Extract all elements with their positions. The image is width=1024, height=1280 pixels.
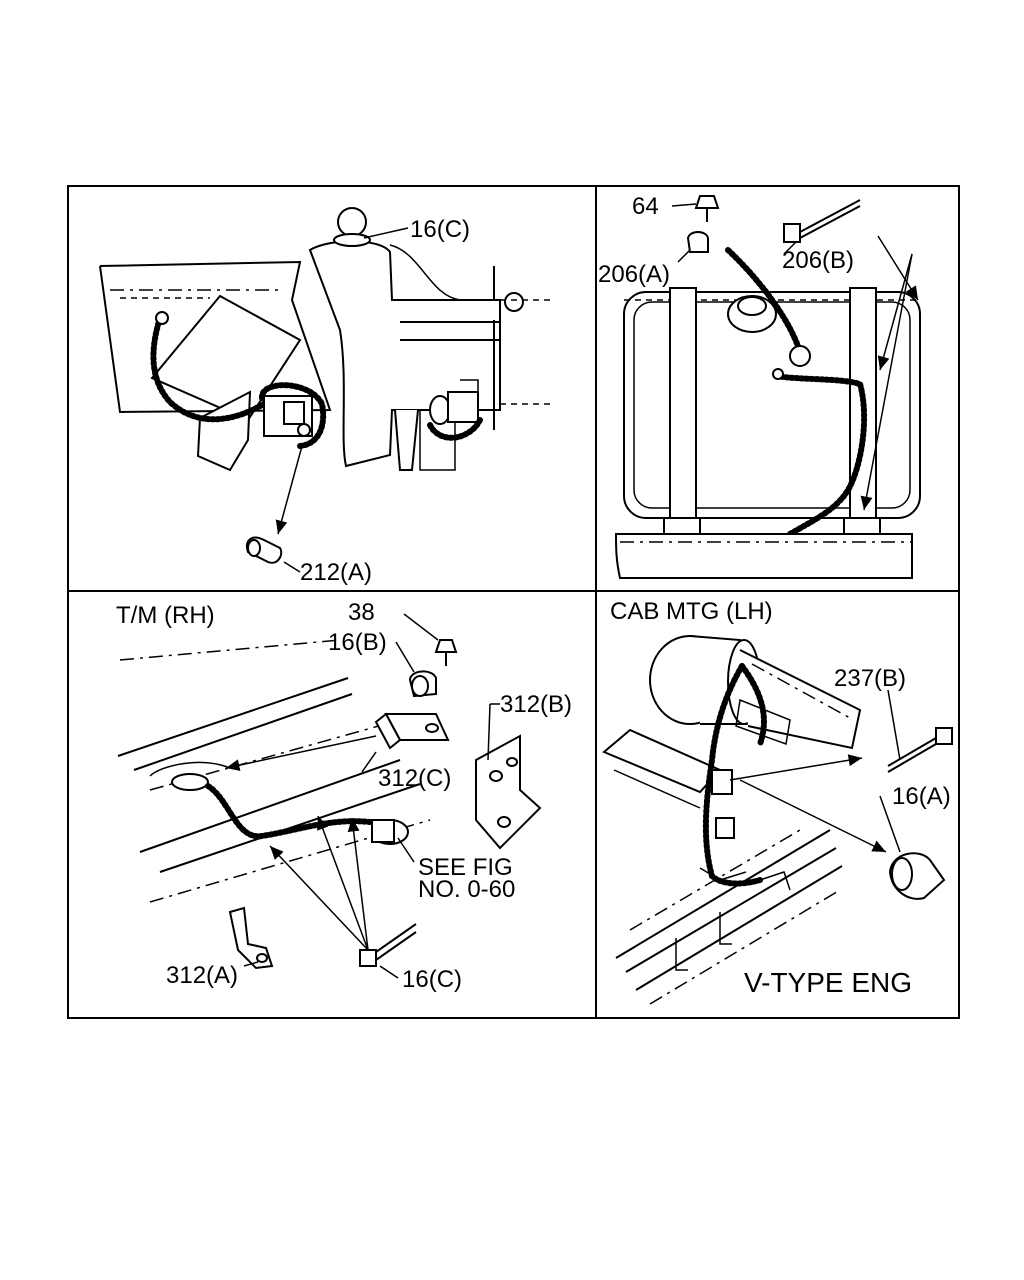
clip-212a-part xyxy=(246,445,303,564)
panel-bottom-right: CAB MTG (LH) xyxy=(602,598,953,1005)
bracket-312c-part xyxy=(225,712,450,773)
callout-see-fig-line1: SEE FIG xyxy=(418,854,513,881)
filler-neck-drawing xyxy=(727,295,777,333)
panel-grid xyxy=(67,185,960,1019)
clamp-16b-part xyxy=(395,641,437,698)
cab-mount-drawing xyxy=(649,635,862,750)
panel-top-left: 16(C) 212(A) xyxy=(99,207,552,586)
bolt-64-part xyxy=(671,195,720,222)
crossmember-drawing xyxy=(614,533,913,579)
callout-16c-top: 16(C) xyxy=(410,216,470,243)
speed-sensor-harness-drawing xyxy=(149,761,409,845)
callout-16b: 16(B) xyxy=(328,629,387,656)
callout-see-fig-line2: NO. 0-60 xyxy=(418,876,515,903)
clamp-16a-part xyxy=(739,779,946,900)
bolt-38-part xyxy=(403,613,458,666)
callout-206b: 206(B) xyxy=(782,247,854,274)
tank-straps-drawing xyxy=(663,287,881,535)
callout-312c: 312(C) xyxy=(378,765,451,792)
callout-16c-bottom: 16(C) xyxy=(402,966,462,993)
transmission-rail-drawing xyxy=(117,639,431,903)
frame-rail-drawing xyxy=(99,260,332,414)
callout-38: 38 xyxy=(348,599,375,626)
panel-title-tm-rh: T/M (RH) xyxy=(116,602,215,629)
tie-206b-part xyxy=(783,199,861,255)
callout-312a: 312(A) xyxy=(166,962,238,989)
bracket-312b-part xyxy=(475,703,542,850)
callout-212a: 212(A) xyxy=(300,559,372,586)
panel-title-cab-mtg-lh: CAB MTG (LH) xyxy=(610,598,773,625)
sender-harness-drawing xyxy=(725,247,868,537)
callout-206a: 206(A) xyxy=(598,261,670,288)
callout-16a: 16(A) xyxy=(892,783,951,810)
tie-16c-part xyxy=(269,815,417,979)
tie-237b-part xyxy=(729,689,953,781)
frame-rail-drawing-right xyxy=(602,728,843,1005)
bracket-312a-part xyxy=(228,906,274,970)
panel-bottom-left: T/M (RH) xyxy=(116,599,572,993)
panel-top-right: 64 206(A) 206(B) xyxy=(598,193,921,579)
cab-harness-drawing xyxy=(699,663,791,891)
clip-206a-part xyxy=(677,231,709,263)
fuel-pump-drawing xyxy=(259,379,483,449)
callout-312b: 312(B) xyxy=(500,691,572,718)
callout-237b: 237(B) xyxy=(834,665,906,692)
caption-v-type-eng: V-TYPE ENG xyxy=(744,967,912,998)
callout-64: 64 xyxy=(632,193,659,220)
